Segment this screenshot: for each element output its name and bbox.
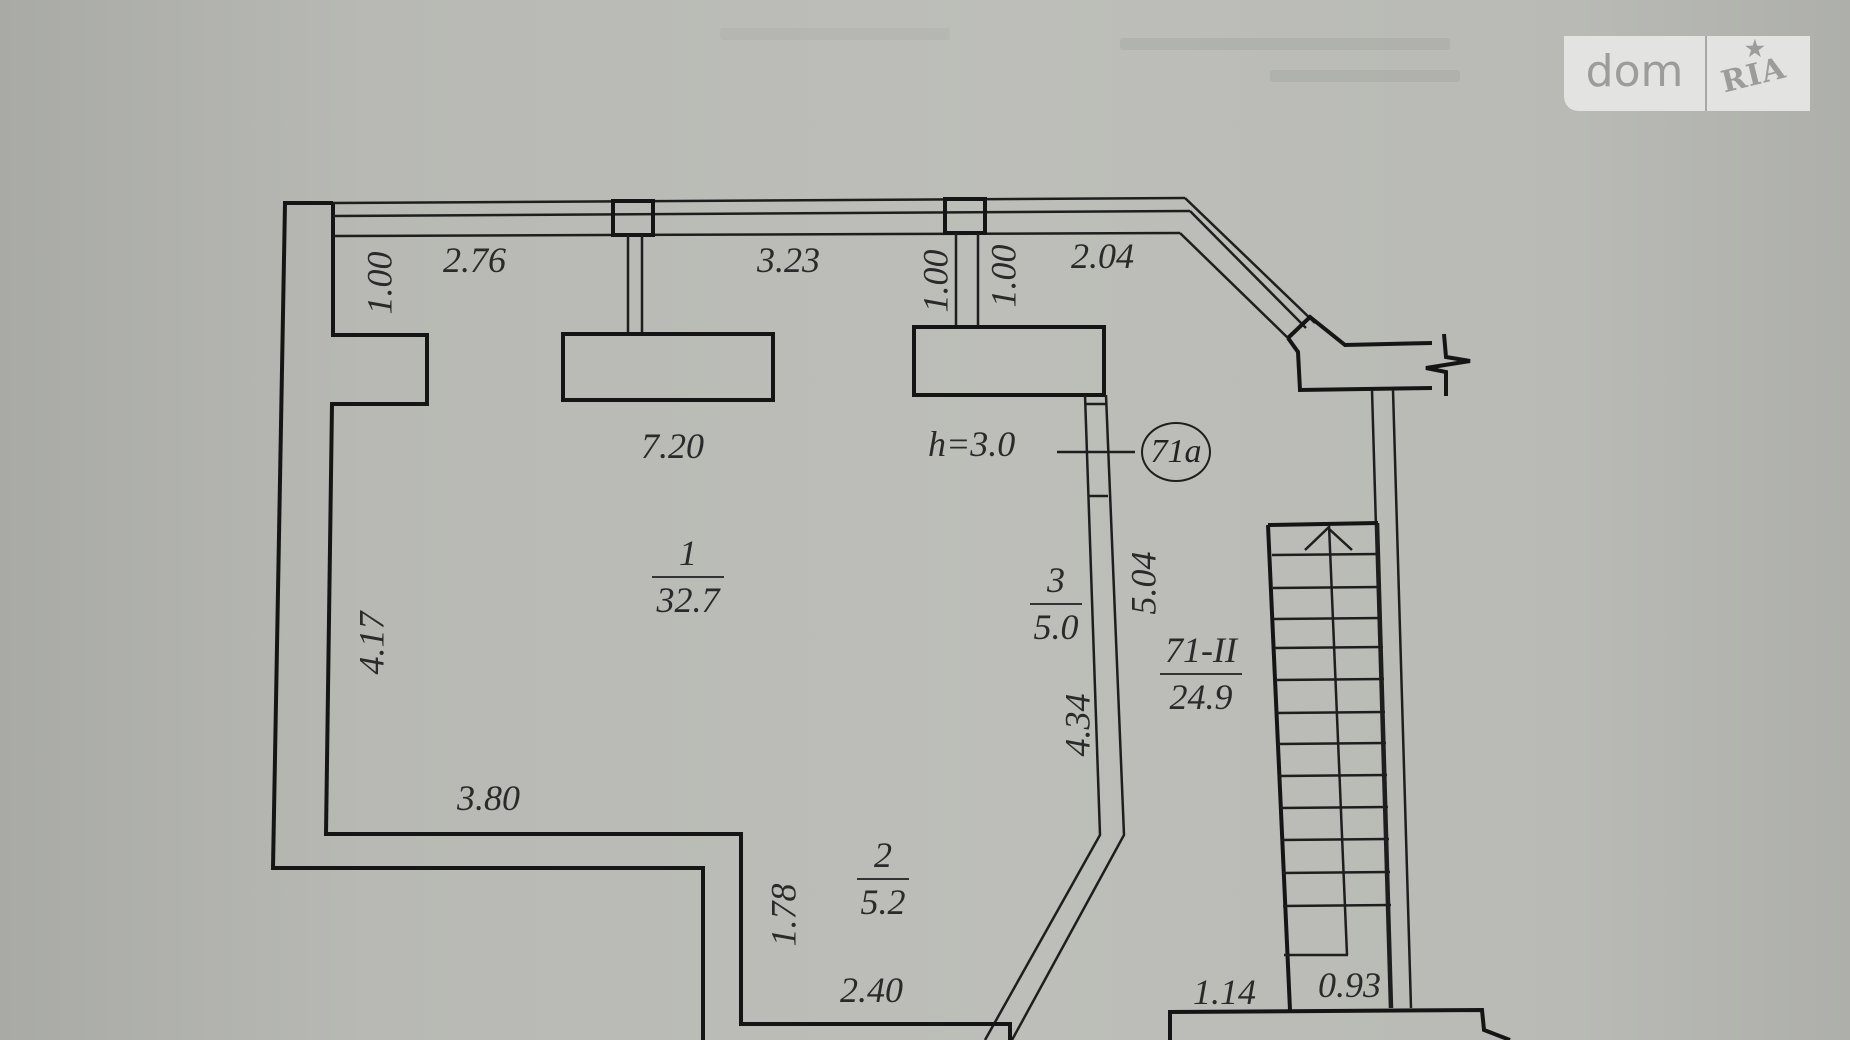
outer-wall-left xyxy=(270,201,705,1040)
wall-break-symbol xyxy=(1425,333,1471,396)
dim-room3-wall-inner: 4.34 xyxy=(1057,693,1098,757)
beam-2 xyxy=(912,325,1106,397)
wall-corner-right xyxy=(1286,314,1433,348)
bleed-through-text xyxy=(1270,70,1460,82)
inner-wall-left xyxy=(323,203,985,1026)
dim-stair-right: 0.93 xyxy=(1318,965,1381,1005)
logo-dom-text: dom xyxy=(1564,36,1705,111)
dim-top-seg-2: 3.23 xyxy=(757,240,820,280)
stair-up-arrow-icon xyxy=(1304,526,1353,551)
logo-ria-text: RIA xyxy=(1717,50,1790,101)
logo-ria-block: ★ RIA xyxy=(1707,36,1810,111)
beam-1 xyxy=(561,332,775,402)
dim-room3-wall-outer: 5.04 xyxy=(1123,551,1164,615)
dim-room1-width: 7.20 xyxy=(641,426,704,466)
stair-left-stringer xyxy=(1266,524,1292,1011)
star-icon: ★ xyxy=(1745,36,1765,62)
column-box-1 xyxy=(611,199,655,237)
dim-column-depth-right: 1.00 xyxy=(983,244,1024,308)
dim-top-left-depth: 1.00 xyxy=(359,251,400,315)
domria-watermark-logo: dom ★ RIA xyxy=(1564,36,1810,111)
height-label: h=3.0 xyxy=(928,424,1016,464)
stair-treads xyxy=(1271,552,1392,957)
dim-room2-bottom: 2.40 xyxy=(840,970,903,1010)
logo-divider xyxy=(1705,36,1707,111)
dim-bottom-left: 3.80 xyxy=(457,778,520,818)
bleed-through-text xyxy=(1120,38,1450,50)
bleed-through-text xyxy=(720,28,950,40)
column-box-2 xyxy=(943,197,987,235)
dim-top-seg-1: 2.76 xyxy=(443,240,506,280)
bottom-wall-right xyxy=(1168,1007,1511,1040)
dim-stair-left: 1.14 xyxy=(1193,972,1256,1012)
section-marker: 71a xyxy=(1141,422,1211,482)
dim-room2-side: 1.78 xyxy=(763,883,804,947)
dim-top-seg-3: 2.04 xyxy=(1071,236,1134,276)
dim-column-depth-left: 1.00 xyxy=(915,249,956,313)
dim-left-wall: 4.17 xyxy=(351,611,392,675)
